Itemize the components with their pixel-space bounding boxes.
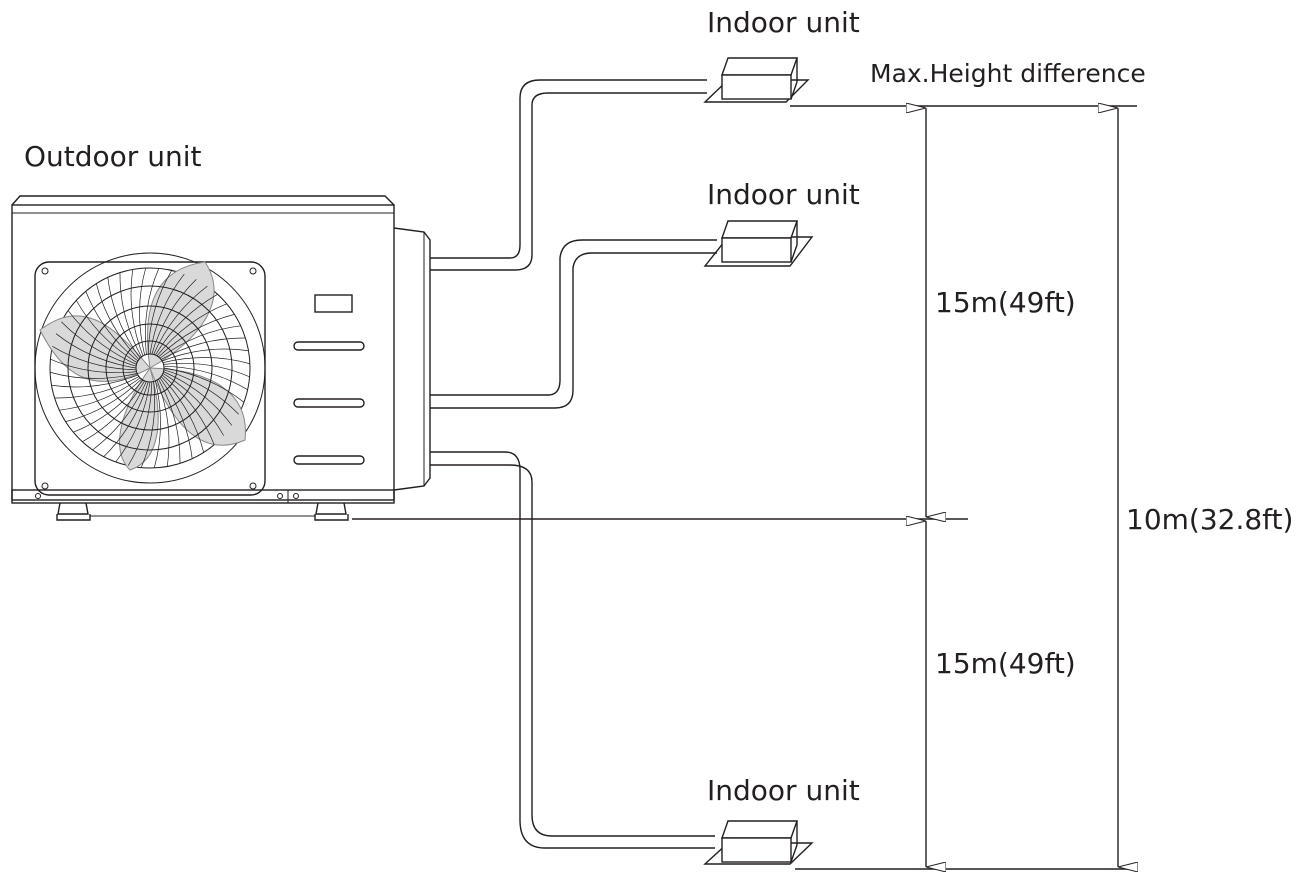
dimension-total-label: 10m(32.8ft) <box>1126 503 1293 536</box>
indoor-unit-top-drawing <box>703 57 810 103</box>
indoor-unit-middle-label: Indoor unit <box>707 178 860 211</box>
outdoor-unit-label: Outdoor unit <box>24 140 201 173</box>
max-height-difference-label: Max.Height difference <box>870 59 1146 88</box>
indoor-unit-top-label: Indoor unit <box>707 6 860 39</box>
indoor-unit-bottom-drawing <box>703 820 814 865</box>
outdoor-unit-drawing <box>11 195 431 521</box>
indoor-unit-middle-drawing <box>703 220 814 267</box>
dimension-lower-label: 15m(49ft) <box>935 647 1076 680</box>
indoor-unit-bottom-label: Indoor unit <box>707 774 860 807</box>
fan-icon <box>34 252 266 484</box>
outdoor-unit-feet <box>56 502 349 521</box>
refrigerant-pipes <box>430 79 717 849</box>
reference-lines <box>352 105 1137 870</box>
dimension-upper-label: 15m(49ft) <box>935 286 1076 319</box>
